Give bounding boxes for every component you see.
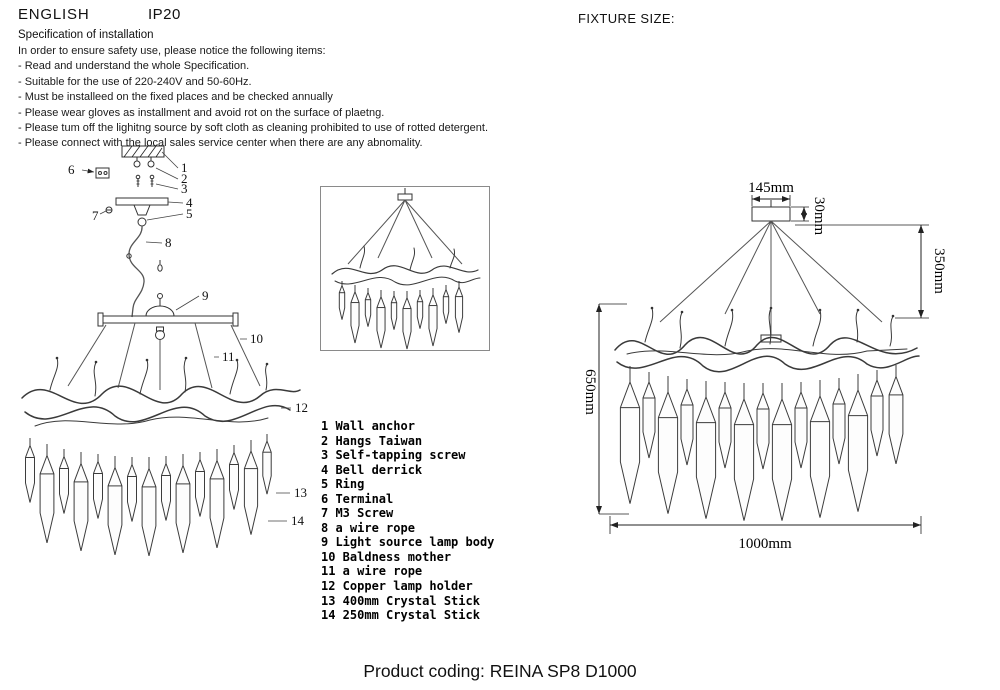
wire-rope-drawing <box>126 225 163 318</box>
parts-list-item: 4 Bell derrick <box>321 462 423 477</box>
thumbnail-chandelier-drawing <box>331 188 481 350</box>
canopy-drawing <box>751 200 791 222</box>
fixture-size-label: FIXTURE SIZE: <box>578 11 675 26</box>
terminal-drawing <box>95 167 113 214</box>
callout-4: 4 <box>186 195 193 210</box>
fixture-thumbnail <box>320 186 490 351</box>
callout-leaders <box>99 151 291 522</box>
parts-list-item: 1 Wall anchor <box>321 419 415 433</box>
dim-350: 350mm <box>795 224 947 319</box>
parts-list-item: 8 a wire rope <box>321 520 415 535</box>
callout-5: 5 <box>186 206 193 221</box>
lamp-body-drawing <box>97 293 239 340</box>
spec-item: - Read and understand the whole Specific… <box>18 60 250 73</box>
spec-title: Specification of installation <box>18 29 154 41</box>
dim-1000-label: 1000mm <box>738 536 792 552</box>
ceiling-anchor-drawing <box>121 145 165 187</box>
dim-30-label: 30mm <box>811 197 827 236</box>
parts-list-item: 12 Copper lamp holder <box>321 579 473 594</box>
spec-item: - Please connect with the local sales se… <box>18 137 423 150</box>
callout-2: 2 <box>181 171 188 186</box>
canopy-bell-drawing <box>115 197 169 227</box>
product-coding: Product coding: REINA SP8 D1000 <box>363 661 637 681</box>
dimension-diagram: 145mm 30mm 350mm 650mm <box>582 180 947 552</box>
language-label: ENGLISH <box>18 6 90 23</box>
crystal-sticks-drawing <box>618 363 905 523</box>
ip-rating-label: IP20 <box>148 6 181 23</box>
parts-list-item: 7 M3 Screw <box>321 506 394 521</box>
parts-list-item: 11 a wire rope <box>321 564 423 579</box>
parts-list-item: 5 Ring <box>321 477 365 492</box>
spec-item: - Please wear gloves as installment and … <box>18 106 385 119</box>
dim-350-label: 350mm <box>931 248 947 294</box>
spec-item: - Please tum off the lighitng source by … <box>18 122 489 135</box>
callout-7: 7 <box>92 208 99 223</box>
spec-item: - Must be installeed on the fixed places… <box>18 91 333 104</box>
branch-ring-drawing <box>614 306 920 373</box>
dim-650-label: 650mm <box>582 369 598 415</box>
callout-12: 12 <box>295 400 308 415</box>
callout-6-arrow <box>81 168 95 174</box>
parts-list-item: 14 250mm Crystal Stick <box>321 608 480 623</box>
crystal-sticks-drawing <box>24 433 272 558</box>
parts-list: 1 Wall anchor 2 Hangs Taiwan 3 Self-tapp… <box>321 419 494 623</box>
branch-ring-drawing <box>21 356 301 427</box>
callout-8: 8 <box>165 235 172 250</box>
dim-30: 30mm <box>791 197 827 236</box>
callout-14: 14 <box>291 513 305 528</box>
callout-6: 6 <box>68 162 75 177</box>
exploded-assembly-diagram: 1 2 3 4 5 6 7 8 9 10 11 12 13 14 <box>21 145 308 558</box>
parts-list-item: 3 Self-tapping screw <box>321 448 466 463</box>
callout-1: 1 <box>181 160 188 175</box>
dim-650: 650mm <box>582 303 629 515</box>
callout-11: 11 <box>222 349 235 364</box>
parts-list-item: 10 Baldness mother <box>321 549 452 564</box>
callout-9: 9 <box>202 288 209 303</box>
parts-list-item: 13 400mm Crystal Stick <box>321 593 480 608</box>
parts-list-item: 2 Hangs Taiwan <box>321 433 423 448</box>
dim-145: 145mm <box>748 180 794 206</box>
parts-list-item: 6 Terminal <box>321 491 394 506</box>
spec-intro: In order to ensure safety use, please no… <box>18 45 326 57</box>
dim-145-label: 145mm <box>748 180 794 196</box>
callout-3: 3 <box>181 181 188 196</box>
callout-13: 13 <box>294 485 307 500</box>
callout-10: 10 <box>250 331 263 346</box>
spec-item: - Suitable for the use of 220-240V and 5… <box>18 75 252 88</box>
suspension-wires-drawing <box>67 322 261 390</box>
parts-list-item: 9 Light source lamp body <box>321 535 495 550</box>
dim-1000: 1000mm <box>609 516 922 552</box>
spec-instructions: In order to ensure safety use, please no… <box>18 44 488 152</box>
suspension-wires <box>659 220 883 335</box>
